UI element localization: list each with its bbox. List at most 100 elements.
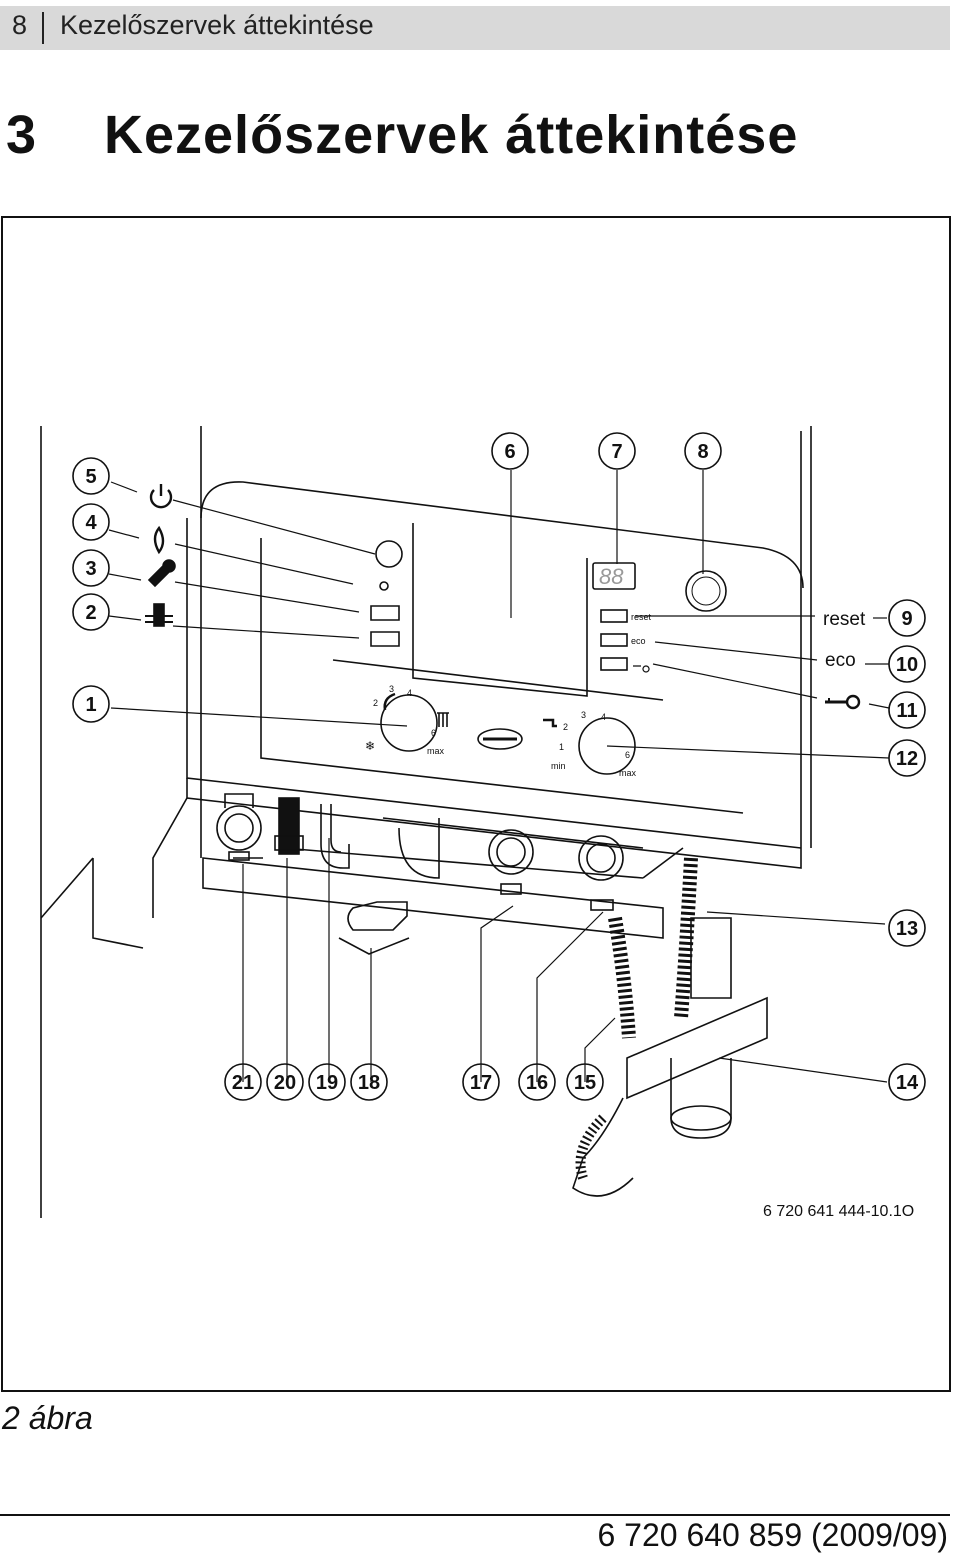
callout-1: 1 [72,685,110,723]
dial-right-mark-4: 4 [601,712,606,722]
reset-button-label: reset [631,612,652,622]
svg-text:12: 12 [896,748,918,770]
center-knob [477,728,523,750]
dial-right-max: max [619,768,637,778]
connection-18 [338,901,410,955]
display-value: 88 [599,564,624,589]
callout-18: 18 [350,1063,388,1101]
reset-label: reset [823,609,866,630]
symbol-column: reset eco [145,484,866,710]
svg-text:7: 7 [611,441,622,463]
callout-15: 15 [566,1063,604,1101]
callout-12: 12 [888,739,926,777]
heating-temperature-dial [380,694,438,752]
header-separator [42,12,44,44]
svg-text:2: 2 [85,602,96,624]
reset-button [600,609,628,623]
hot-water-temperature-dial [578,717,636,775]
header-title: Kezelőszervek áttekintése [60,10,374,40]
footer-rule [0,1514,950,1516]
dial-left-mark-4: 4 [407,688,412,698]
boiler-housing [40,426,812,1218]
lock-button [600,657,628,671]
callout-4: 4 [72,503,110,541]
connection-17 [488,829,534,895]
connection-center [398,818,440,879]
tap-icon [543,718,557,728]
svg-text:17: 17 [470,1072,492,1094]
leader-lines [108,470,890,1083]
power-switch-knob [375,540,403,568]
dial-right-mark-1: 1 [559,742,564,752]
svg-text:20: 20 [274,1072,296,1094]
svg-text:5: 5 [85,466,96,488]
svg-text:8: 8 [697,441,708,463]
wrench-icon [147,559,176,588]
flame-icon [153,525,165,555]
siphon [572,917,768,1197]
page-number: 8 [12,10,28,40]
svg-text:10: 10 [896,654,918,676]
siphon-hose [608,857,698,1039]
svg-text:18: 18 [358,1072,380,1094]
digital-display [592,562,636,590]
callout-13: 13 [888,909,926,947]
dial-left-mark-2: 2 [373,698,378,708]
chimney-sweep-icon [145,603,173,627]
key-icon [825,694,861,710]
callouts: 5 4 3 2 1 6 7 8 9 10 11 12 13 14 15 16 1… [72,432,926,1101]
power-icon [149,484,173,509]
callout-17: 17 [462,1063,500,1101]
dial-left-max: max [427,746,445,756]
svg-text:4: 4 [85,512,97,534]
eco-button-label: eco [631,636,646,646]
svg-text:6: 6 [504,441,515,463]
callout-21: 21 [224,1063,262,1101]
callout-5: 5 [72,457,110,495]
snowflake-icon: ❄ [365,739,375,753]
burner-indicator-lamp [379,581,389,591]
figure-caption: 2 ábra [2,1400,93,1436]
pipe-connections [216,793,768,1197]
svg-text:16: 16 [526,1072,548,1094]
connection-21 [216,793,262,861]
svg-text:21: 21 [232,1072,254,1094]
callout-7: 7 [598,432,636,470]
page-header: 8 Kezelőszervek áttekintése [0,6,950,50]
callout-6: 6 [491,432,529,470]
svg-text:13: 13 [896,918,918,940]
svg-text:3: 3 [85,558,96,580]
dial-right-mark-3: 3 [581,710,586,720]
service-button [370,605,400,621]
figure-code: 6 720 641 444-10.1O [763,1203,914,1220]
svg-text:9: 9 [901,608,912,630]
figure-frame: 88 reset eco 2 3 4 6 max ❄ 1 2 [1,216,951,1392]
callout-9: 9 [888,599,926,637]
control-panel: 88 reset eco 2 3 4 6 max ❄ 1 2 [365,540,727,778]
callout-14: 14 [888,1063,926,1101]
callout-11: 11 [888,691,926,729]
svg-text:11: 11 [896,700,917,722]
document-number: 6 720 640 859 (2009/09) [597,1517,948,1553]
callout-20: 20 [266,1063,304,1101]
connection-19 [320,804,350,869]
callout-10: 10 [888,645,926,683]
boiler-diagram: 88 reset eco 2 3 4 6 max ❄ 1 2 [40,426,926,1220]
radiator-icon [437,712,449,727]
chapter-number: 3 [6,105,38,165]
dial-right-mark-6: 6 [625,750,630,760]
svg-text:1: 1 [85,694,96,716]
dial-left-mark-3: 3 [389,684,394,694]
callout-3: 3 [72,549,110,587]
dial-right-min: min [551,761,566,771]
svg-text:15: 15 [574,1072,596,1094]
svg-text:14: 14 [896,1072,919,1094]
dial-right-mark-2: 2 [563,722,568,732]
chapter-title: Kezelőszervek áttekintése [104,105,799,165]
callout-8: 8 [684,432,722,470]
connection-16 [578,835,624,911]
chapter-heading: 3 Kezelőszervek áttekintése [6,104,798,166]
chimney-sweep-button [370,631,400,647]
eco-button [600,633,628,647]
eco-label: eco [825,650,856,671]
